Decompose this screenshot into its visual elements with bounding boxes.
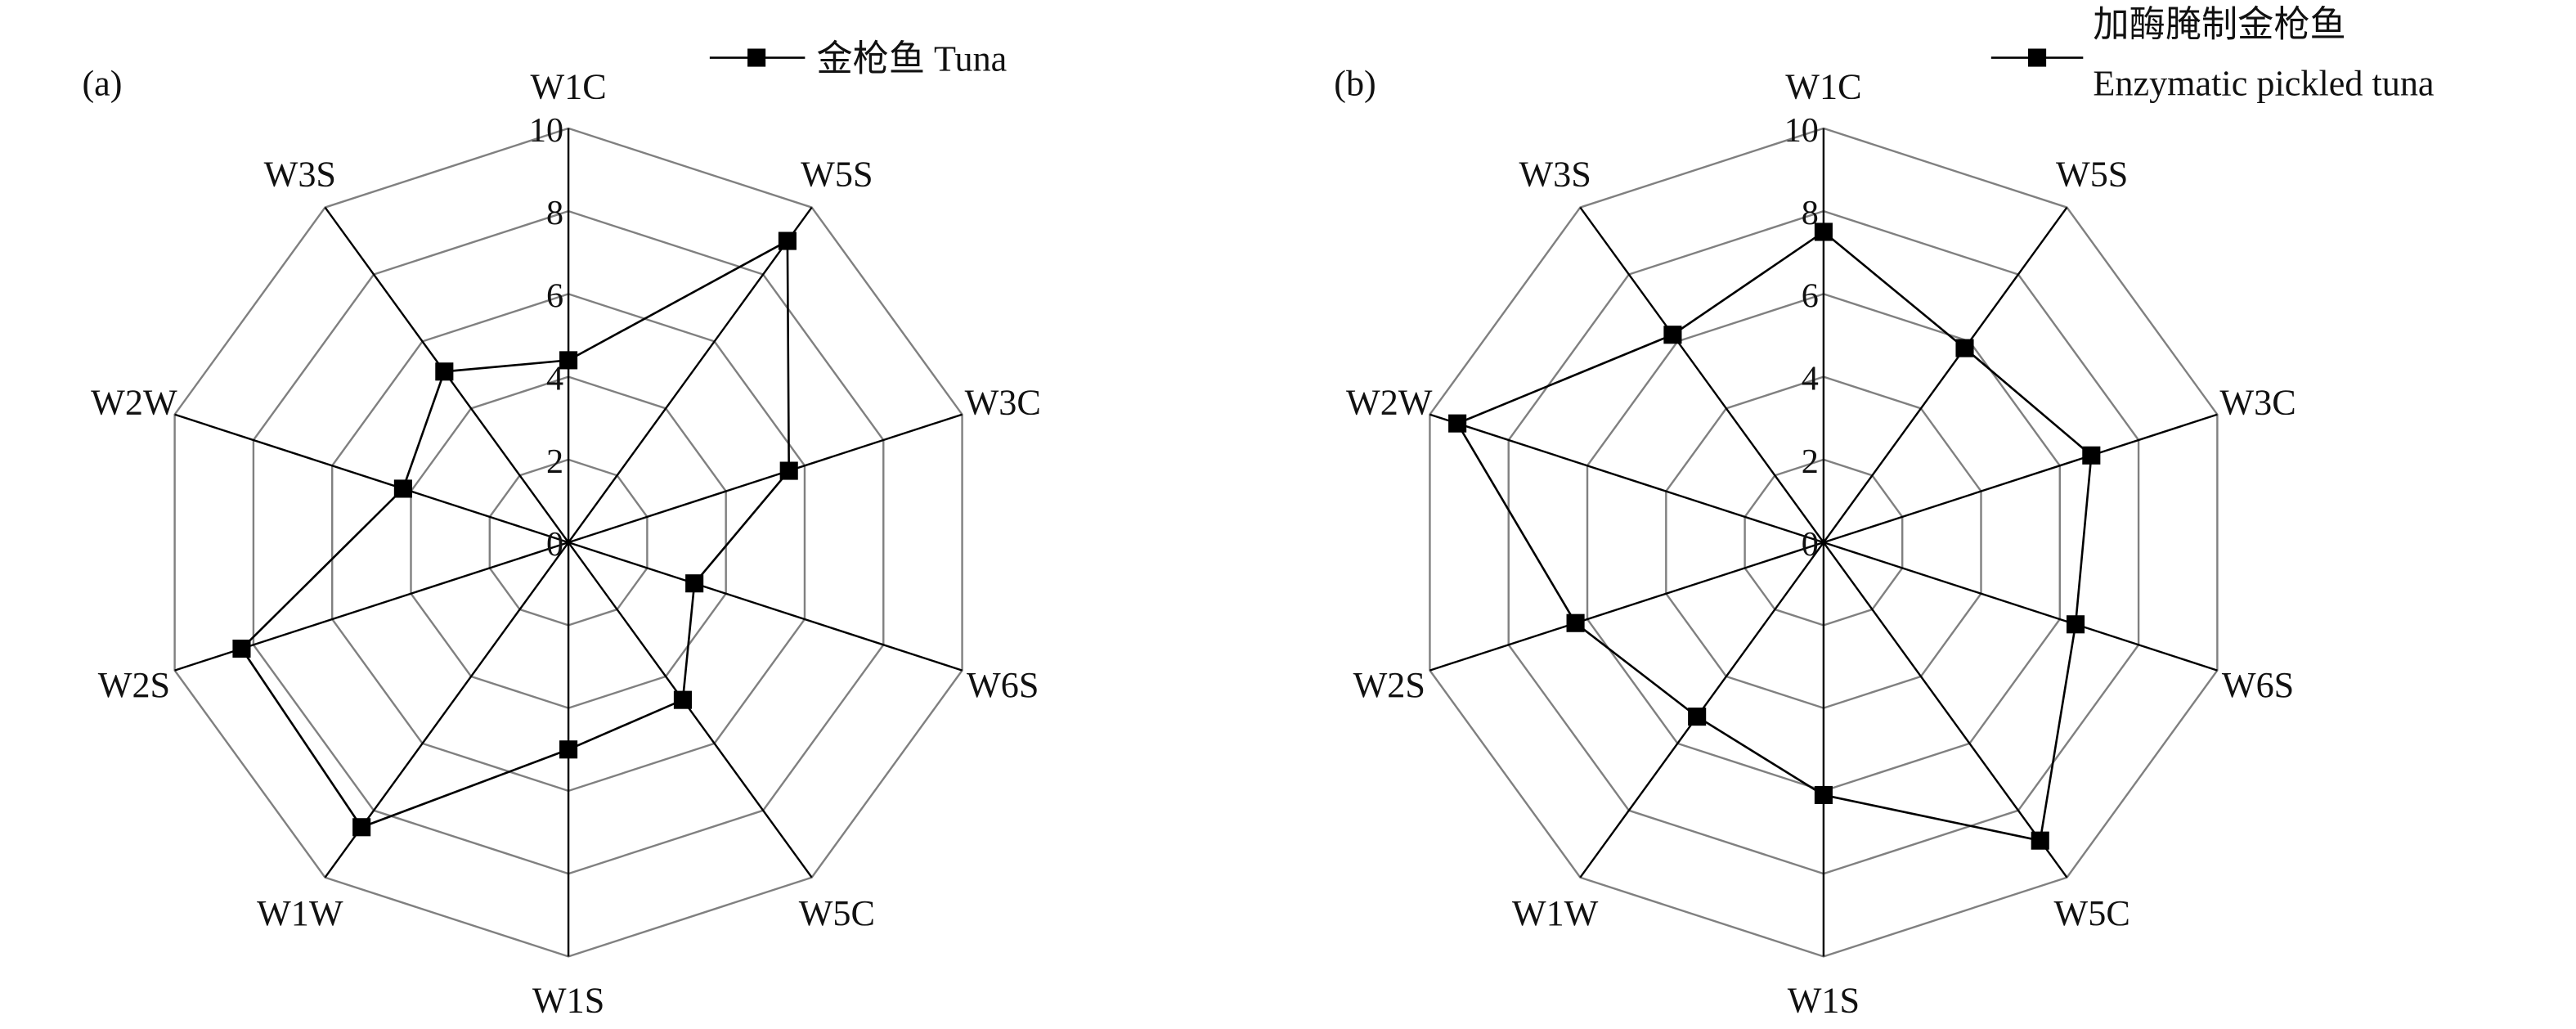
data-point-W3S [435,362,454,381]
axis-label: W5C [2054,893,2130,933]
axis-label: W5S [801,154,873,194]
data-point-W2S [232,639,251,658]
axis-label: W1W [257,893,343,933]
tick-label: 6 [1802,276,1819,315]
legend-label-b-line2: Enzymatic pickled tuna [2093,64,2435,104]
tick-label: 10 [1784,111,1819,150]
tick-label: 8 [1802,194,1819,232]
panel-label-a: (a) [82,64,122,104]
data-point-W5C [2031,831,2049,850]
tick-label: 2 [546,443,563,481]
axis-label: W1S [532,981,604,1021]
legend-label-a: 金枪鱼 Tuna [816,39,1007,79]
panel-label-b: (b) [1334,64,1376,104]
axis-label: W2S [1353,665,1425,705]
tick-label: 10 [529,111,563,150]
axis-W5C [568,541,813,878]
data-point-W3C [779,461,798,480]
axis-W5S [568,206,813,543]
axis-W6S [1823,541,2218,672]
axis-label: W2W [91,383,177,423]
axis-W5S [1822,206,2068,543]
data-point-W5S [1955,339,1974,357]
data-point-W6S [685,574,704,593]
data-point-W6S [2067,615,2085,634]
axis-label: W6S [967,665,1039,705]
data-point-W1W [1688,708,1707,726]
data-point-W1S [559,740,578,759]
axis-W2S [1429,541,1824,672]
tick-label: 4 [1802,360,1819,398]
data-point-W1C [1814,222,1833,241]
radar-chart-a: (a) 金枪鱼 Tuna W1C W5S W3C W6S W5C W1S W1W W2S W2W… [82,39,1040,1021]
data-point-W1S [1814,785,1833,805]
data-point-W3S [1663,326,1682,344]
axis-label: W5S [2056,154,2128,194]
axis-label: W6S [2222,665,2294,705]
series-line [1456,230,2093,843]
axis-W3C [1823,413,2218,544]
axis-label: W1W [1512,893,1599,933]
axis-W3S [1579,206,1824,543]
legend-b: 加酶腌制金枪鱼 Enzymatic pickled tuna [1990,4,2435,104]
axis-label: W1C [530,67,606,107]
data-point-W1W [352,818,371,837]
data-point-W2S [1566,613,1585,632]
axis-label: W5C [799,893,875,933]
axis-W5C [1822,541,2068,878]
tick-label: 6 [546,276,563,315]
data-point-W2W [393,479,412,498]
axis-W3C [568,413,963,544]
tick-label: 0 [1802,525,1819,564]
data-point-W1C [559,351,578,370]
data-point-W2W [1448,414,1467,433]
tick-label: 8 [546,194,563,232]
tick-label: 4 [546,360,563,398]
radar-chart-b: (b) 加酶腌制金枪鱼 Enzymatic pickled tuna W1C W5… [1334,4,2435,1020]
axis-W6S [568,541,963,672]
axis-label: W2W [1346,383,1433,423]
data-point-W5S [778,231,797,250]
axis-W2W [174,413,569,544]
series-line [240,239,791,829]
axis-W2W [1429,413,1824,544]
axis-label: W3C [965,383,1041,423]
axis-label: W2S [98,665,170,705]
tick-label: 2 [1802,443,1819,481]
axis-label: W1S [1788,981,1860,1021]
data-point-W3C [2082,446,2101,465]
data-point-W5C [673,690,692,709]
axis-label: W3S [264,154,336,194]
legend-marker-a [747,48,766,67]
tick-label: 0 [546,525,563,564]
legend-marker-b [2028,48,2047,67]
legend-label-b-line1: 加酶腌制金枪鱼 [2093,4,2345,44]
axis-label: W1C [1785,67,1861,107]
axis-label: W3C [2219,383,2296,423]
axis-label: W3S [1519,154,1591,194]
legend-a: 金枪鱼 Tuna [709,39,1008,79]
